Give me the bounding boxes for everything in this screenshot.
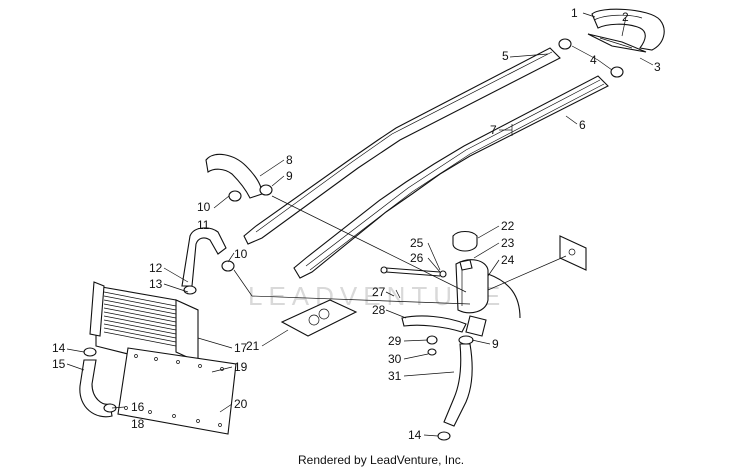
cooler-tube-part-6[interactable]: [293, 75, 609, 279]
callout-leaders: [66, 12, 654, 437]
clamp-part-14-left[interactable]: [83, 347, 97, 357]
hose-part-11[interactable]: [181, 227, 227, 287]
callout-15: 15: [52, 357, 66, 371]
callout-19: 19: [234, 360, 248, 374]
clamp-part-4-lower[interactable]: [610, 66, 624, 78]
cover-plate-part-18[interactable]: [117, 347, 237, 435]
clamp-part-26[interactable]: [380, 266, 388, 274]
hose-part-8[interactable]: [205, 153, 263, 199]
callout-2: 2: [622, 10, 629, 24]
clamp-part-12[interactable]: [183, 285, 197, 295]
callout-9-upper: 9: [286, 169, 293, 183]
callout-21: 21: [246, 339, 260, 353]
callout-labels: 1 2 3 4 5 6 7 8 9 10 10 11 12 13 14 15 1…: [52, 6, 661, 442]
clamp-part-10-upper[interactable]: [228, 190, 242, 202]
callout-16: 16: [131, 400, 145, 414]
callout-9-lower: 9: [492, 337, 499, 351]
callout-23: 23: [501, 236, 515, 250]
callout-24: 24: [501, 253, 515, 267]
callout-8: 8: [286, 153, 293, 167]
outlet-fitting[interactable]: [465, 315, 487, 337]
fastener-part-27[interactable]: [395, 289, 401, 299]
callout-10-upper: 10: [197, 200, 211, 214]
callout-14-left: 14: [52, 341, 66, 355]
hose-part-31[interactable]: [443, 343, 473, 427]
heat-exchanger-part-13[interactable]: [89, 281, 199, 367]
clamp-part-9-lower[interactable]: [458, 335, 474, 345]
hose-part-1[interactable]: [591, 8, 665, 51]
hose-part-26[interactable]: [385, 267, 441, 273]
callout-14-lower: 14: [408, 428, 422, 442]
clamp-part-4-upper[interactable]: [558, 38, 572, 50]
mount-bracket[interactable]: [559, 235, 587, 271]
clamp-part-10-lower[interactable]: [221, 260, 235, 272]
cooler-tube-part-5[interactable]: [243, 47, 561, 245]
callout-18: 18: [131, 417, 145, 431]
callout-28: 28: [372, 303, 386, 317]
overflow-hose-part-24[interactable]: [487, 273, 521, 319]
clamp-part-25[interactable]: [439, 270, 447, 278]
callout-12: 12: [149, 261, 163, 275]
bracket-part-28[interactable]: [401, 315, 467, 333]
neck-part-23[interactable]: [459, 259, 473, 271]
clamp-part-14-lower[interactable]: [437, 431, 451, 441]
clip-part-2[interactable]: [587, 33, 647, 53]
callout-7: 7: [490, 123, 497, 137]
footer-credit: Rendered by LeadVenture, Inc.: [298, 453, 464, 467]
clamp-part-9-upper[interactable]: [259, 184, 273, 196]
callout-3: 3: [654, 60, 661, 74]
callout-22: 22: [501, 219, 515, 233]
callout-25: 25: [410, 236, 424, 250]
callout-20: 20: [234, 397, 248, 411]
callout-17: 17: [234, 341, 248, 355]
cap-part-22[interactable]: [452, 230, 478, 252]
callout-4: 4: [590, 53, 597, 67]
reservoir-tank-part-24[interactable]: [455, 259, 489, 314]
callout-30: 30: [388, 352, 402, 366]
callout-27: 27: [372, 285, 386, 299]
callout-29: 29: [388, 334, 402, 348]
callout-31: 31: [388, 369, 402, 383]
clamp-part-29[interactable]: [426, 335, 438, 345]
callout-26: 26: [410, 251, 424, 265]
callout-6: 6: [579, 118, 586, 132]
callout-13: 13: [149, 277, 163, 291]
callout-10-lower: 10: [234, 247, 248, 261]
callout-1: 1: [571, 6, 578, 20]
callout-11: 11: [197, 218, 210, 232]
fastener-part-30[interactable]: [427, 348, 437, 356]
gasket-part-21[interactable]: [280, 299, 358, 337]
callout-5: 5: [502, 49, 509, 63]
